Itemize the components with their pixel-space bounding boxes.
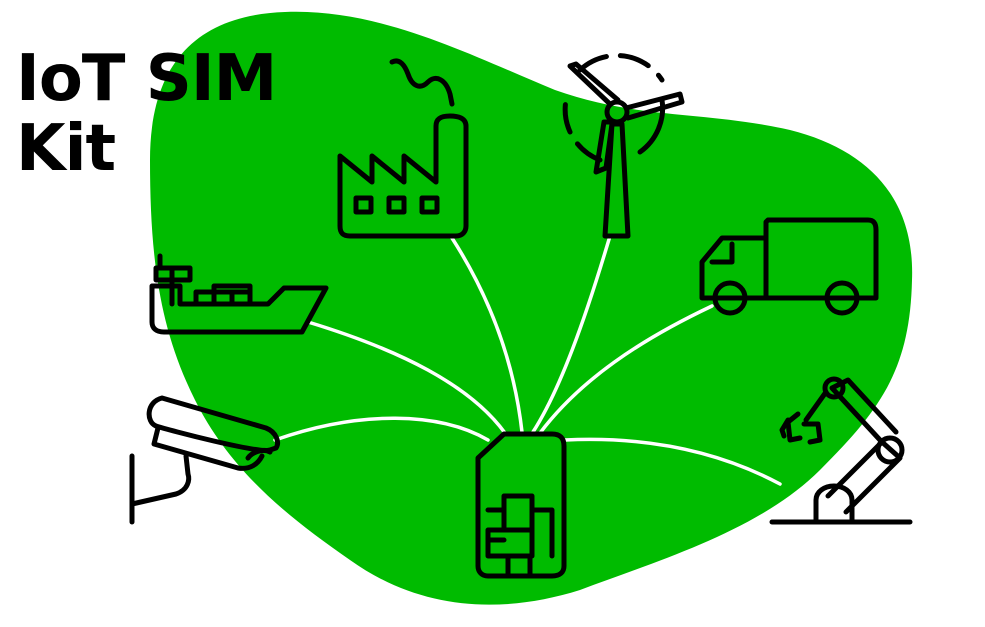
- security-camera-icon: [129, 395, 281, 525]
- link-factory: [450, 236, 524, 434]
- connection-lines: [273, 234, 782, 486]
- wind-turbine-icon: [562, 53, 685, 239]
- link-camera: [273, 416, 490, 442]
- title-line-1: IoT SIM: [16, 42, 277, 116]
- link-turbine: [531, 234, 612, 434]
- sim-card-icon: [475, 431, 567, 579]
- ship-icon: [149, 253, 329, 335]
- link-robot: [563, 437, 782, 486]
- link-ship: [306, 320, 507, 435]
- robot-arm-icon: [769, 376, 913, 525]
- link-truck: [538, 304, 714, 435]
- factory-icon: [337, 58, 469, 239]
- title-line-2: Kit: [16, 112, 116, 186]
- truck-icon: [699, 217, 879, 316]
- page-title: IoT SIM Kit: [16, 42, 277, 186]
